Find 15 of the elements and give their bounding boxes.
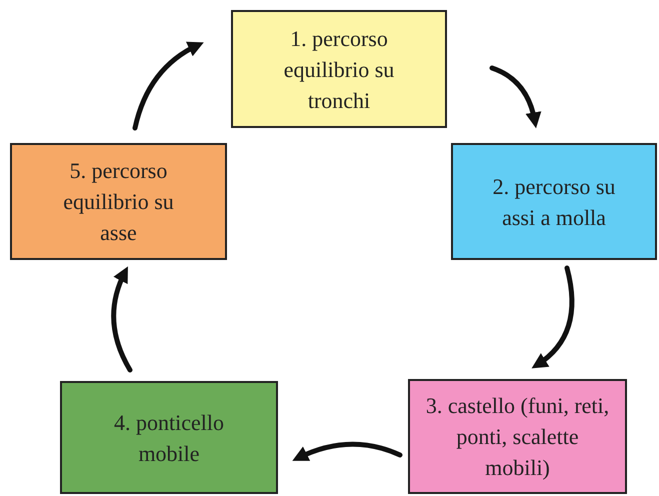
curved-arrow	[490, 66, 541, 128]
box-label: 1. percorso equilibrio su tronchi	[282, 24, 396, 114]
box-label: 5. percorso equilibrio su asse	[62, 157, 175, 247]
process-box	[10, 143, 227, 260]
box-label: 4. ponticello mobile	[113, 408, 225, 468]
process-box	[231, 10, 447, 128]
curved-arrow	[292, 442, 402, 462]
process-box	[408, 379, 627, 494]
process-box	[60, 381, 278, 494]
box-label: 2. percorso su assi a molla	[492, 172, 616, 232]
box-label: 3. castello (funi, reti, ponti, scalette mobili)	[424, 392, 610, 482]
curved-arrow	[532, 266, 574, 369]
process-box	[451, 143, 657, 260]
curved-arrow	[132, 42, 204, 130]
curved-arrow	[111, 266, 132, 372]
